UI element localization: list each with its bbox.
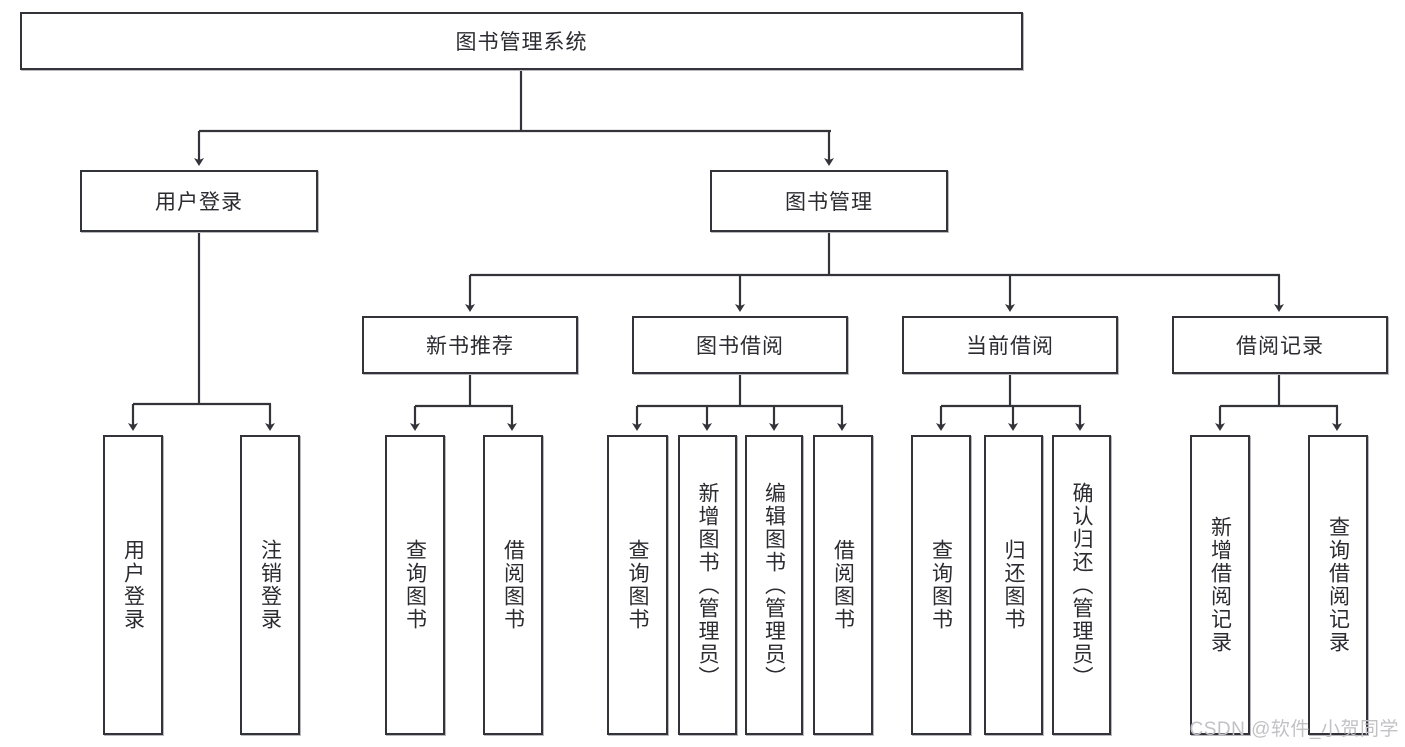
node-label: 查询图书 (626, 539, 649, 631)
node-label: 查询图书 (929, 539, 953, 631)
node-label: 归还图书 (1002, 539, 1025, 631)
node-label: 借阅图书 (501, 539, 525, 631)
node-label: 编辑图书（管理员） (762, 481, 786, 689)
node-label: 借阅图书 (831, 539, 855, 631)
node-label: 查询借阅记录 (1326, 516, 1350, 654)
node-label: 图书管理 (785, 191, 873, 214)
leaf-user-login[interactable]: 用户登录 (103, 435, 163, 735)
leaf-logout[interactable]: 注销登录 (240, 435, 300, 735)
node-label: 用户登录 (121, 539, 145, 631)
leaf-query-books-borrowing[interactable]: 查询图书 (607, 435, 668, 735)
node-label: 新书推荐 (426, 335, 514, 358)
node-label: 图书借阅 (696, 335, 784, 358)
leaf-borrow-books-borrowing[interactable]: 借阅图书 (813, 435, 873, 735)
node-book-borrowing[interactable]: 图书借阅 (632, 316, 848, 374)
node-label: 注销登录 (258, 539, 282, 631)
node-root-system[interactable]: 图书管理系统 (20, 12, 1023, 70)
leaf-add-book-admin[interactable]: 新增图书（管理员） (678, 435, 737, 735)
leaf-return-books[interactable]: 归还图书 (984, 435, 1043, 735)
node-label: 借阅记录 (1236, 335, 1324, 358)
node-user-login[interactable]: 用户登录 (80, 170, 318, 232)
leaf-confirm-return-admin[interactable]: 确认归还（管理员） (1052, 435, 1111, 735)
node-label: 图书管理系统 (455, 31, 588, 54)
leaf-query-books-recommend[interactable]: 查询图书 (385, 435, 445, 735)
node-borrow-records[interactable]: 借阅记录 (1172, 316, 1388, 374)
leaf-edit-book-admin[interactable]: 编辑图书（管理员） (745, 435, 803, 735)
node-label: 查询图书 (403, 539, 427, 631)
node-new-book-recommendation[interactable]: 新书推荐 (362, 316, 578, 374)
node-label: 新增借阅记录 (1208, 516, 1232, 654)
leaf-query-books-current[interactable]: 查询图书 (911, 435, 971, 735)
node-label: 新增图书（管理员） (696, 481, 719, 689)
node-current-borrowing[interactable]: 当前借阅 (902, 316, 1118, 374)
node-label: 当前借阅 (966, 335, 1054, 358)
node-label: 确认归还（管理员） (1070, 481, 1093, 689)
node-book-management[interactable]: 图书管理 (710, 170, 948, 232)
leaf-query-borrow-record[interactable]: 查询借阅记录 (1308, 435, 1368, 735)
leaf-borrow-books-recommend[interactable]: 借阅图书 (483, 435, 543, 735)
node-label: 用户登录 (155, 191, 243, 214)
leaf-add-borrow-record[interactable]: 新增借阅记录 (1190, 435, 1250, 735)
watermark: CSDN @软件_小贺同学 (1189, 719, 1399, 740)
